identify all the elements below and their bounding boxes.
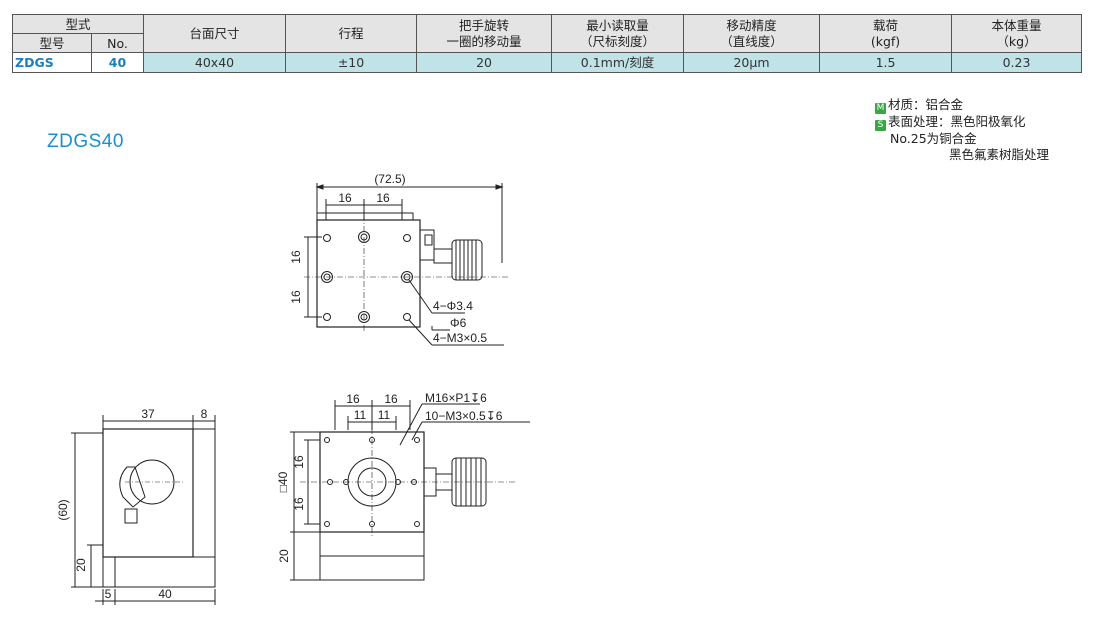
cell-table-size: 40x40 (143, 52, 287, 73)
cell-load: 1.5 (819, 52, 953, 73)
header-handle-move: 把手旋转 一圈的移动量 (416, 14, 553, 53)
top-dim-v16a: 16 (289, 250, 303, 264)
model-title: ZDGS40 (47, 131, 124, 152)
material-text: 材质：铝合金 (888, 97, 964, 112)
front-dim-v16b: 16 (292, 497, 306, 511)
header-load-line2: (kgf) (870, 33, 901, 49)
side-dim-20: 20 (74, 558, 88, 572)
front-dim-16a: 16 (346, 392, 360, 406)
cell-min-read: 0.1mm/刻度 (551, 52, 685, 73)
header-table-size: 台面尺寸 (143, 14, 287, 53)
header-model: 型号 (12, 33, 92, 53)
front-dim-16b: 16 (384, 392, 398, 406)
header-handle-line1: 把手旋转 (459, 17, 510, 33)
header-travel: 行程 (285, 14, 418, 53)
front-callout-holes: 10−M3×0.5↧6 (425, 409, 503, 423)
side-dim-60: (60) (56, 499, 70, 520)
surface-note-line3: 黑色氟素树脂处理 (949, 146, 1050, 162)
top-dim-16b: 16 (376, 191, 390, 205)
top-callout-holes: 4−Φ3.4 (433, 299, 473, 313)
header-min-read: 最小读取量 （尺标刻度） (551, 14, 685, 53)
header-min-read-line1: 最小读取量 (586, 17, 649, 33)
header-type-group: 型式 (11, 14, 145, 34)
spec-table: 型式 台面尺寸 行程 把手旋转 一圈的移动量 最小读取量 （尺标刻度） 移动精度… (11, 14, 1083, 73)
front-view-drawing: 16 16 11 11 M16×P1↧6 10−M3×0.5↧6 □40 16 … (276, 391, 530, 581)
cell-model: ZDGS (12, 52, 92, 73)
header-accuracy-line1: 移动精度 (726, 17, 777, 33)
surface-badge-icon: S (875, 120, 886, 131)
front-dim-sq40: □40 (276, 471, 290, 492)
cell-no: 40 (90, 52, 145, 73)
side-view-drawing: 37 8 (60) 20 5 40 (56, 407, 216, 605)
header-load: 载荷 (kgf) (819, 14, 953, 53)
cell-weight: 0.23 (951, 52, 1083, 73)
cell-accuracy: 20μm (683, 52, 821, 73)
header-weight-line1: 本体重量 (991, 17, 1042, 33)
surface-note-line2: No.25为铜合金 (890, 131, 977, 146)
front-dim-11a: 11 (354, 408, 367, 422)
top-overall-dim: (72.5) (374, 172, 405, 186)
header-load-line1: 载荷 (873, 17, 899, 33)
front-dim-20: 20 (277, 549, 291, 563)
side-dim-37: 37 (141, 407, 155, 421)
side-dim-8: 8 (201, 407, 208, 421)
header-min-read-line2: （尺标刻度） (580, 33, 656, 49)
top-dim-v16b: 16 (289, 290, 303, 304)
header-handle-line2: 一圈的移动量 (446, 33, 522, 49)
material-badge-icon: M (875, 103, 886, 114)
header-weight-line2: （kg） (996, 33, 1037, 49)
side-dim-40: 40 (158, 587, 172, 601)
table-row: ZDGS 40 40x40 ±10 20 0.1mm/刻度 20μm 1.5 0… (12, 52, 1083, 73)
top-callout-counterbore: Φ6 (450, 316, 467, 330)
cell-travel: ±10 (285, 52, 418, 73)
header-weight: 本体重量 （kg） (951, 14, 1083, 53)
header-accuracy: 移动精度 （直线度） (683, 14, 821, 53)
cell-handle-move: 20 (416, 52, 553, 73)
top-callout-thread: 4−M3×0.5 (433, 331, 487, 345)
front-callout-thread: M16×P1↧6 (425, 391, 487, 405)
front-dim-11b: 11 (378, 408, 391, 422)
header-accuracy-line2: （直线度） (720, 33, 783, 49)
front-dim-v16a: 16 (292, 455, 306, 469)
surface-text: 表面处理：黑色阳极氧化 (888, 114, 1026, 129)
side-dim-5: 5 (105, 587, 112, 601)
top-view-drawing: (72.5) 16 16 16 16 4−Φ3.4 Φ6 4−M3×0.5 (289, 172, 510, 346)
header-no: No. (90, 33, 145, 53)
top-dim-16a: 16 (338, 191, 352, 205)
